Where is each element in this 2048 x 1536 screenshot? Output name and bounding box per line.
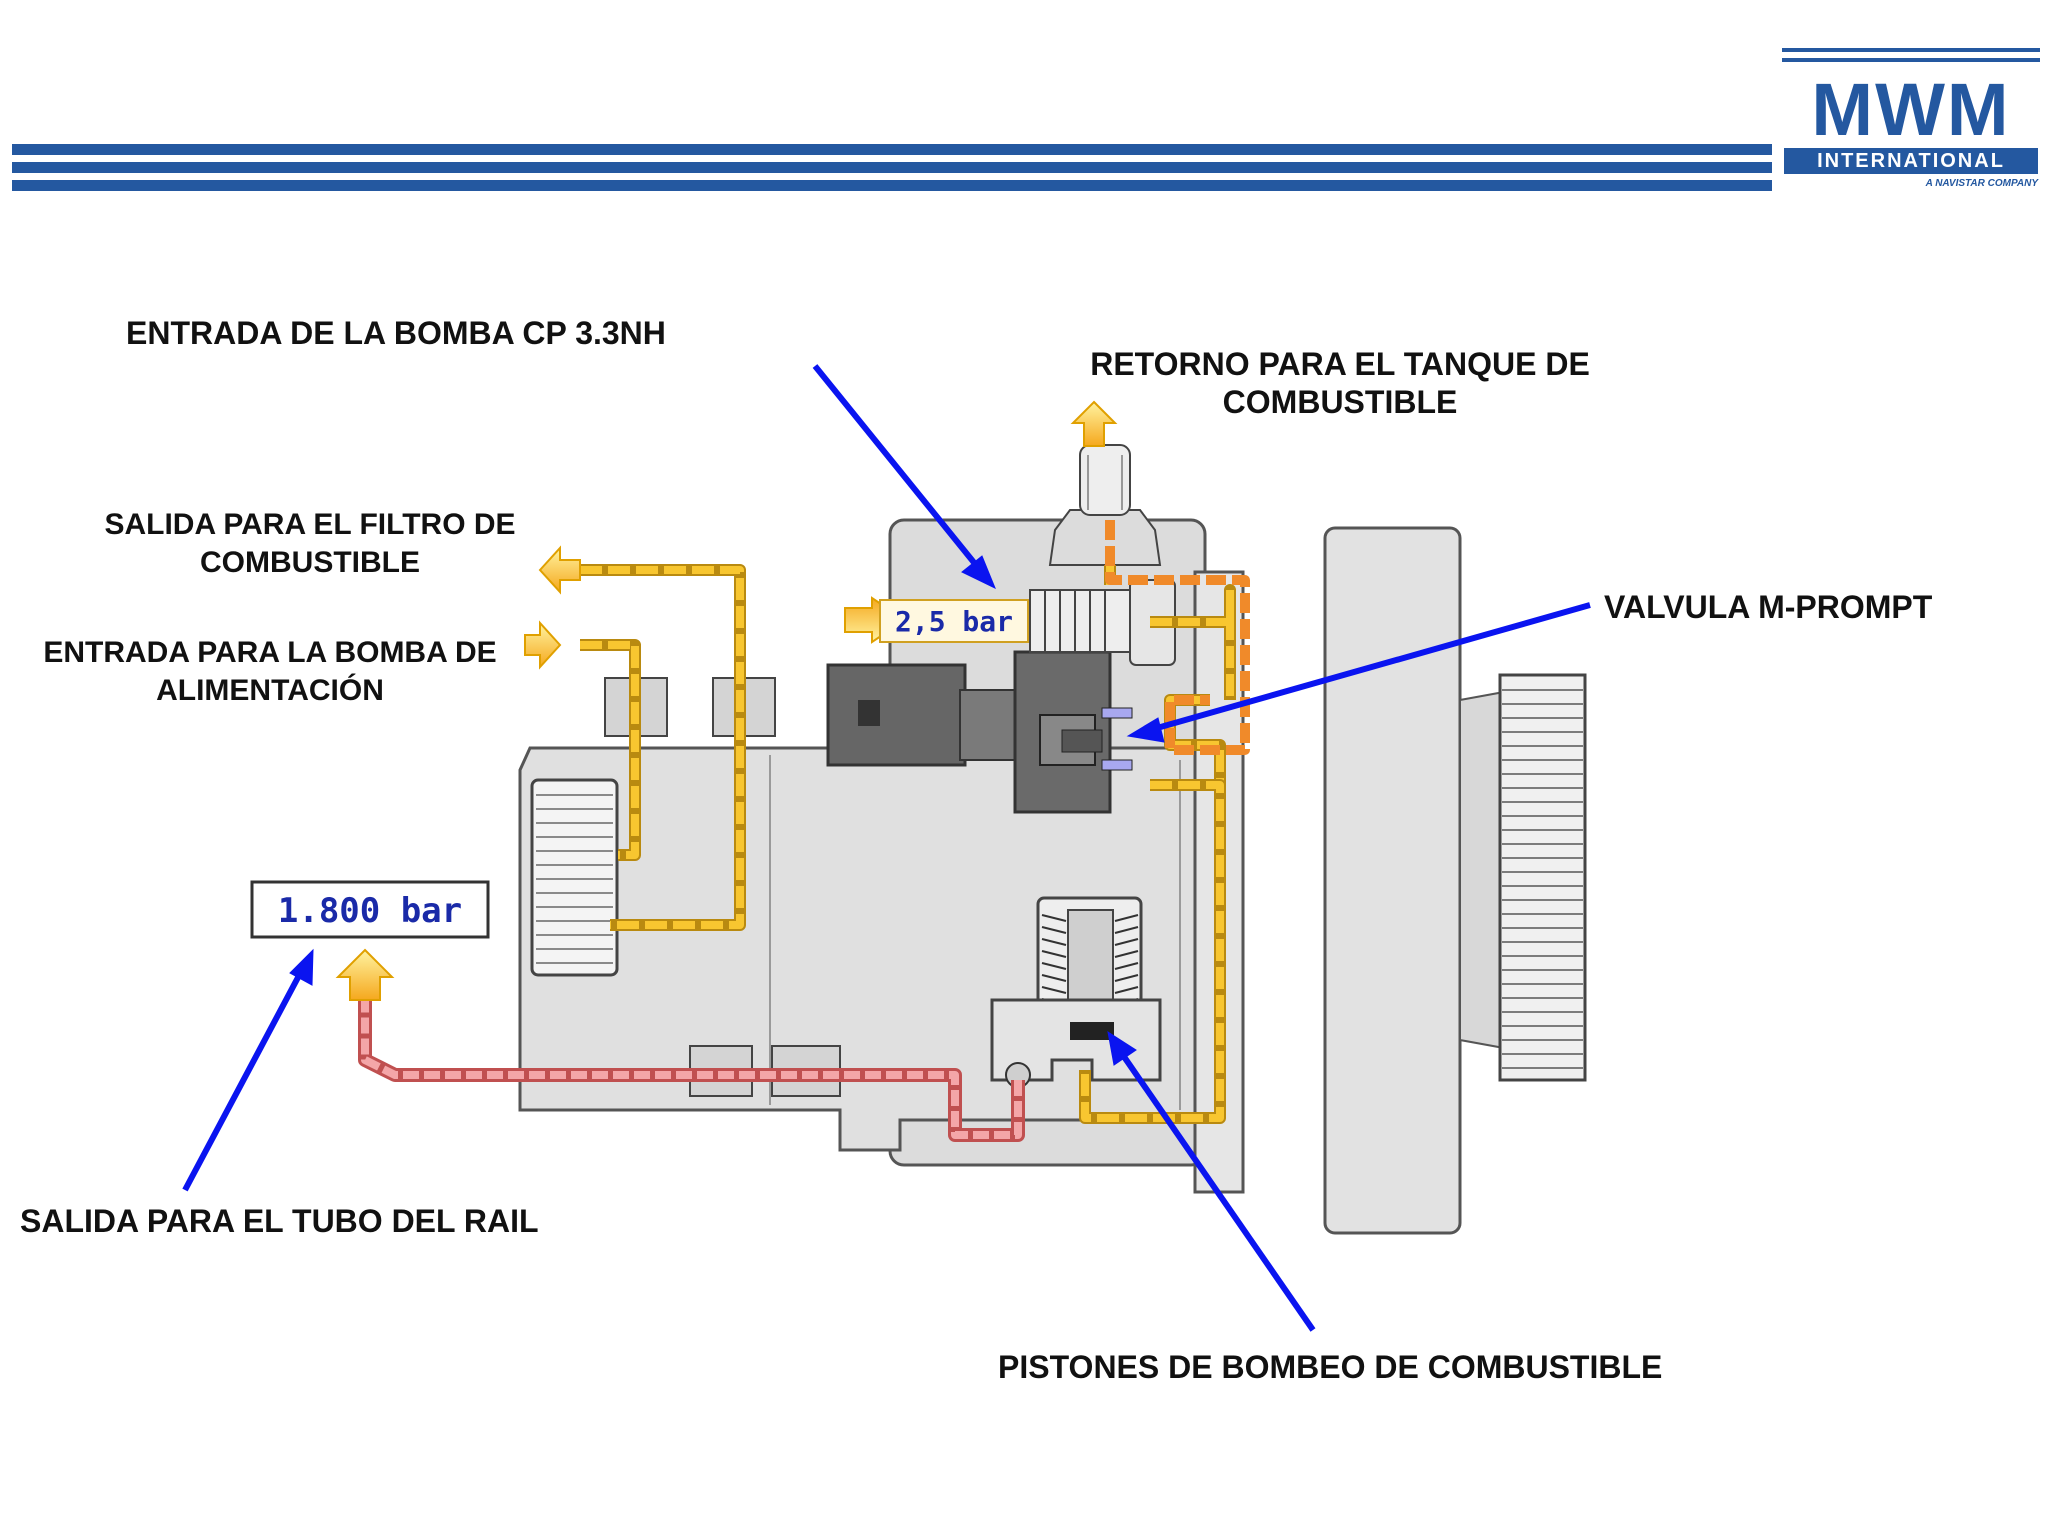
header-stripe — [12, 162, 1772, 173]
low-pressure-readout: 2,5 bar — [879, 599, 1029, 643]
mwm-international-logo: MWM INTERNATIONAL A NAVISTAR COMPANY — [1782, 48, 2042, 198]
feed-pump — [530, 778, 619, 977]
filter-outlet-arrow — [538, 545, 581, 595]
mprop-pointer — [1126, 602, 1591, 743]
high-pressure-readout: 1.800 bar — [250, 880, 490, 939]
inlet-pointer — [812, 364, 996, 590]
flow-arrows — [335, 400, 1118, 1001]
low-pressure-value: 2,5 bar — [895, 605, 1013, 638]
pistons-pointer — [1107, 1030, 1316, 1332]
pointer-arrows — [182, 364, 1591, 1332]
label-pump-inlet: ENTRADA DE LA BOMBA CP 3.3NH — [126, 315, 666, 351]
label-mprop-valve: VALVULA M-PROMPT — [1604, 589, 1933, 625]
feed-inlet-arrow — [524, 620, 562, 670]
label-fuel-return: RETORNO PARA EL TANQUE DE COMBUSTIBLE — [1090, 346, 1590, 420]
high-pressure-value: 1.800 bar — [278, 891, 462, 931]
return-arrow — [1070, 400, 1118, 447]
low-pressure-lines — [580, 564, 1236, 1124]
drive-gear — [1498, 673, 1587, 1082]
label-feed-pump-inlet: ENTRADA PARA LA BOMBA DE ALIMENTACIÓN — [43, 636, 497, 707]
return-line — [1105, 520, 1250, 755]
logo-wordmark: MWM — [1811, 68, 2011, 151]
rail-outlet-arrow — [335, 948, 395, 1001]
rail-pointer — [182, 948, 314, 1192]
label-rail-outlet: SALIDA PARA EL TUBO DEL RAIL — [20, 1203, 539, 1239]
label-pumping-pistons: PISTONES DE BOMBEO DE COMBUSTIBLE — [998, 1349, 1663, 1385]
mprop-connector — [826, 663, 1019, 767]
header-stripe — [12, 144, 1772, 155]
high-pressure-line — [358, 1000, 1025, 1142]
inlet-arrow — [844, 596, 907, 644]
logo-tagline: A NAVISTAR COMPANY — [1925, 178, 2038, 189]
header-stripe — [12, 180, 1772, 191]
logo-subtitle: INTERNATIONAL — [1784, 148, 2038, 174]
label-filter-outlet: SALIDA PARA EL FILTRO DE COMBUSTIBLE — [104, 508, 516, 579]
